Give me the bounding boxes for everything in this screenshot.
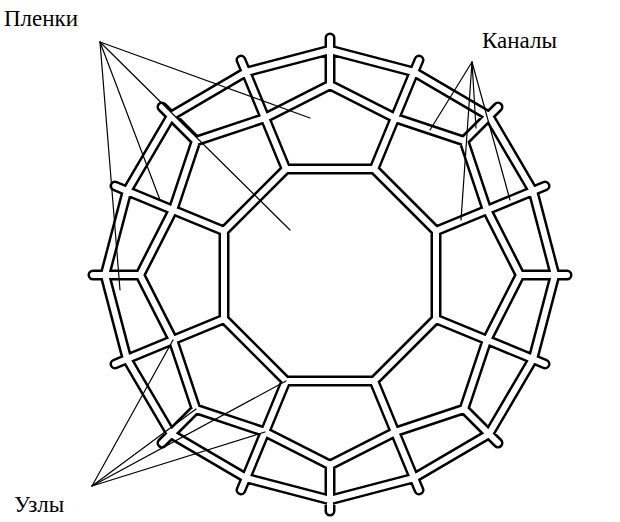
nodes-label: Узлы xyxy=(14,492,64,517)
plateau-channels xyxy=(93,38,567,511)
films-label: Пленки xyxy=(4,6,78,31)
channels-label: Каналы xyxy=(482,28,557,53)
leader-lines xyxy=(92,42,510,486)
